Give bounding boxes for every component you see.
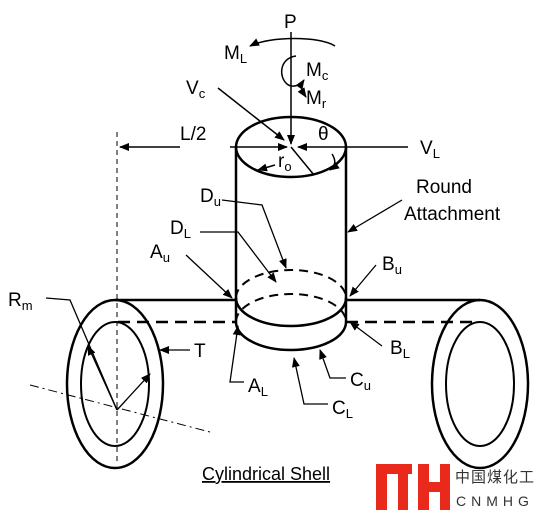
label-Rm: Rm [8, 290, 33, 313]
label-round-attachment-2: Attachment [404, 204, 501, 225]
load-arrows [119, 32, 408, 172]
label-ML: ML [224, 43, 247, 66]
label-CL: CL [332, 398, 353, 421]
label-Mr: Mr [306, 88, 327, 111]
label-Mc: Mc [306, 60, 329, 83]
BL-leader [349, 321, 383, 347]
Vc-force-arrow [217, 87, 285, 141]
label-Cu: Cu [350, 370, 371, 393]
label-theta: θ [318, 124, 329, 145]
junction-lower-front [234, 321, 348, 352]
round-attachment-leader [347, 199, 403, 233]
logo-chinese-text: 中国煤化工 [455, 469, 535, 486]
shell-right-inner-ring [445, 321, 515, 447]
junction-lower-back [235, 293, 347, 323]
radius-line [290, 146, 315, 176]
Rm-radius-arrow-back [87, 345, 118, 411]
DL-leader [200, 231, 277, 283]
Au-leader [185, 254, 233, 299]
label-DL: DL [170, 218, 191, 241]
label-P: P [284, 12, 297, 33]
Rm-leader [45, 297, 118, 411]
Cu-leader [319, 349, 346, 379]
Mc-moment-arrow [280, 55, 305, 90]
Bu-leader [349, 264, 377, 297]
label-round-attachment-1: Round [416, 177, 472, 198]
logo-english-text: CNMHG [456, 493, 534, 509]
label-Vc: Vc [186, 78, 206, 101]
label-T: T [194, 341, 206, 362]
label-Bu: Bu [382, 254, 402, 277]
Mr-moment-arrow [297, 83, 307, 98]
label-ro: ro [278, 151, 292, 174]
cylindrical-shell [65, 298, 530, 470]
label-cylindrical-shell: Cylindrical Shell [202, 464, 330, 484]
label-L2: L/2 [180, 124, 206, 145]
Rm-radius-arrow [116, 373, 151, 411]
shell-axis-dashdot [29, 384, 211, 433]
center-lines [29, 132, 211, 462]
shell-left-inner-ring [80, 321, 150, 447]
cnmhg-watermark-logo: 中国煤化工 CNMHG [376, 464, 535, 510]
diagram-labels: P ML Mc Mr Vc L/2 θ VL ro Round Attachme… [8, 12, 501, 484]
label-Au: Au [150, 242, 170, 265]
Du-leader [221, 199, 287, 269]
label-BL: BL [390, 338, 410, 361]
AL-leader [229, 325, 244, 383]
junction-upper-back [235, 269, 347, 299]
logo-mark-icon [376, 464, 450, 510]
round-attachment [234, 115, 348, 352]
ro-radius-arrow [257, 163, 276, 172]
label-AL: AL [248, 376, 268, 399]
theta-arc [329, 153, 340, 171]
label-VL: VL [420, 138, 440, 161]
leader-lines [45, 199, 403, 411]
ML-moment-arrow [249, 37, 336, 47]
label-Du: Du [200, 186, 221, 209]
CL-leader [292, 357, 328, 405]
